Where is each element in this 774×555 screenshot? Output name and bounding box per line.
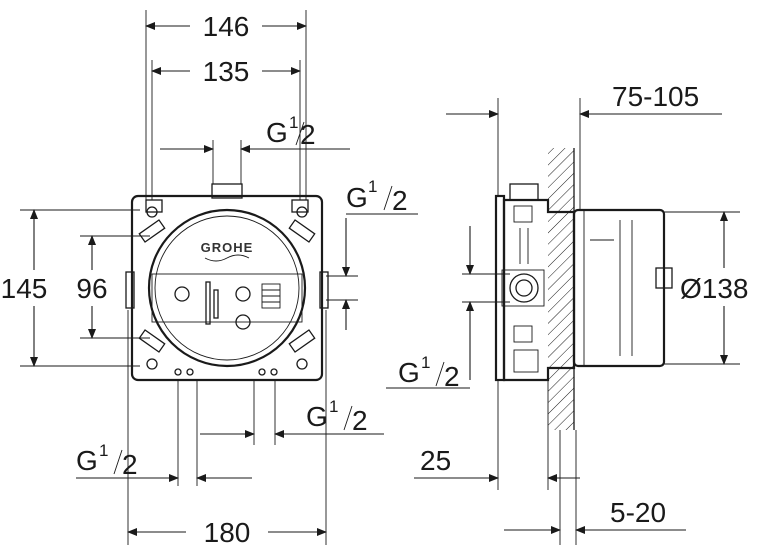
front-view: GROHE: [125, 140, 329, 382]
bottom-ports: [174, 368, 278, 376]
dim-135: 135: [203, 56, 250, 87]
side-view: [494, 148, 673, 430]
dim-145: 145: [1, 273, 48, 304]
label-band: [151, 273, 303, 323]
dim-5-20: 5-20: [610, 497, 666, 528]
svg-text:1: 1: [421, 353, 430, 372]
cover-cylinder: [572, 208, 666, 368]
svg-text:1: 1: [289, 113, 298, 132]
right-side-connector: [319, 271, 329, 309]
svg-text:G: G: [76, 445, 98, 476]
dim-75-105: 75-105: [612, 81, 699, 112]
brand-logo: GROHE: [201, 240, 254, 255]
svg-text:2: 2: [300, 119, 316, 150]
left-side-connector: [125, 271, 135, 309]
dim-146: 146: [203, 11, 250, 42]
svg-text:G: G: [306, 401, 328, 432]
front-disc: [147, 208, 307, 368]
side-valve-body: [502, 198, 576, 382]
side-port: [509, 273, 539, 303]
thread-bottom-left: G 1 2: [76, 441, 138, 480]
side-dimensions: 75-105 Ø138 G 1 2 25 5-20: [386, 81, 749, 545]
svg-text:G: G: [266, 117, 288, 148]
dim-96: 96: [76, 273, 107, 304]
svg-text:G: G: [346, 182, 368, 213]
dim-diameter: Ø138: [680, 273, 749, 304]
svg-text:2: 2: [392, 185, 408, 216]
thread-bottom-right: G 1 2: [306, 397, 368, 436]
mounting-plate: [494, 194, 506, 382]
svg-text:1: 1: [368, 177, 377, 196]
dim-25: 25: [420, 445, 451, 476]
svg-text:2: 2: [444, 361, 460, 392]
svg-text:1: 1: [99, 441, 108, 460]
thread-right: G 1 2: [346, 177, 408, 216]
thread-side: G 1 2: [398, 353, 460, 392]
valve-symbols: [174, 281, 281, 330]
front-body-outline: [130, 194, 324, 382]
wall-hatch: [548, 148, 574, 430]
svg-text:G: G: [398, 357, 420, 388]
top-inlet-stub: [211, 183, 243, 199]
thread-top: G 1 2: [266, 113, 316, 150]
svg-text:1: 1: [329, 397, 338, 416]
dim-180: 180: [204, 517, 251, 548]
front-dimensions: 146 135 G 1 2 145 96 G: [1, 10, 418, 548]
svg-text:2: 2: [352, 405, 368, 436]
svg-text:2: 2: [122, 449, 138, 480]
mounting-tabs: [138, 199, 316, 370]
